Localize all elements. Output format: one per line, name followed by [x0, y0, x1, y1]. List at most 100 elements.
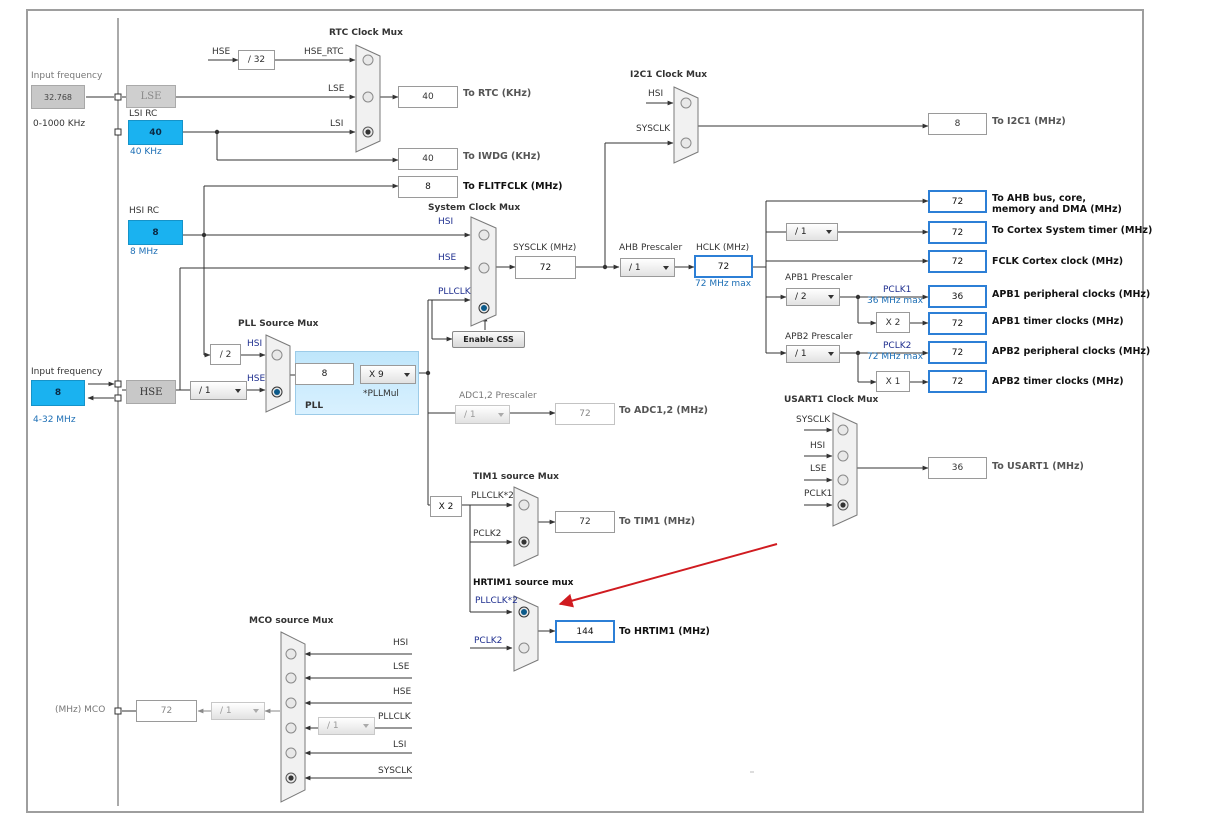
apb1-timer-multiplier: X 2	[876, 312, 910, 333]
mco-hsi-input: HSI	[393, 638, 409, 648]
cortex-timer-divider-dropdown[interactable]: / 1	[786, 223, 838, 241]
rtc-output-label: To RTC (KHz)	[463, 88, 532, 99]
adc-prescaler-dropdown[interactable]: / 1	[455, 405, 510, 424]
ahb-prescaler-label: AHB Prescaler	[619, 243, 683, 253]
hrtim1-pclk2-input: PCLK2	[474, 636, 503, 646]
tim1-x2-multiplier: X 2	[430, 496, 462, 517]
pll-hsi-divider: / 2	[210, 344, 241, 365]
iwdg-output-label: To IWDG (KHz)	[463, 151, 541, 162]
ahb-bus-value[interactable]: 72	[928, 190, 987, 213]
hsi-rc-frequency: 8 MHz	[130, 247, 158, 257]
hrtim1-mux-title: HRTIM1 source mux	[473, 578, 574, 588]
hse-prediv-dropdown[interactable]: / 1	[190, 381, 247, 400]
pll-hsi-input: HSI	[247, 339, 263, 349]
apb1-prescaler-value: / 2	[795, 292, 807, 302]
lse-input-frequency-label: Input frequency	[31, 71, 103, 81]
enable-css-button[interactable]: Enable CSS	[452, 331, 525, 348]
mco-lse-input: LSE	[393, 662, 410, 672]
lse-input-frequency-field[interactable]: 32.768	[31, 85, 85, 109]
hse-oscillator[interactable]: HSE	[126, 380, 176, 404]
chevron-down-icon	[828, 352, 834, 356]
lse-range: 0-1000 KHz	[33, 119, 86, 129]
rtc-hse-rtc-label: HSE_RTC	[304, 47, 344, 57]
pll-source-mux-title: PLL Source Mux	[238, 319, 319, 329]
mco-output-value: 72	[136, 700, 197, 722]
hrtim1-output-value[interactable]: 144	[555, 620, 615, 643]
hsi-rc-title: HSI RC	[129, 206, 160, 216]
rtc-hse-input: HSE	[212, 47, 231, 57]
i2c1-hsi-input: HSI	[648, 89, 664, 99]
pll-multiplier-dropdown[interactable]: X 9	[360, 365, 416, 384]
ahb-prescaler-dropdown[interactable]: / 1	[620, 258, 675, 277]
mco-pll-divider-dropdown[interactable]: / 1	[318, 717, 375, 735]
adc-prescaler-value: / 1	[464, 409, 476, 420]
fclk-value[interactable]: 72	[928, 250, 987, 273]
tim1-mux-title: TIM1 source Mux	[473, 472, 559, 482]
pll-label: PLL	[305, 401, 324, 411]
mco-mux-title: MCO source Mux	[249, 616, 334, 626]
hse-input-frequency-field[interactable]: 8	[31, 380, 85, 406]
apb1-peripheral-value[interactable]: 36	[928, 285, 987, 308]
annotation-arrow	[558, 543, 778, 608]
apb1-peripheral-label: APB1 peripheral clocks (MHz)	[992, 289, 1151, 300]
apb2-timer-multiplier: X 1	[876, 371, 910, 392]
hse-range: 4-32 MHz	[33, 415, 76, 425]
rtc-mux-title: RTC Clock Mux	[329, 28, 403, 38]
adc-output-value: 72	[555, 403, 615, 425]
diagram-frame	[26, 9, 1144, 813]
pclk2-label: PCLK2	[883, 341, 912, 351]
chevron-down-icon	[253, 709, 259, 713]
pll-hse-input: HSE	[247, 374, 266, 384]
i2c1-mux-shape	[673, 86, 699, 164]
usart1-output-label: To USART1 (MHz)	[992, 461, 1084, 472]
mco-divider-dropdown[interactable]: / 1	[211, 702, 265, 720]
hclk-value-field[interactable]: 72	[694, 255, 753, 278]
pclk1-label: PCLK1	[883, 285, 912, 295]
apb2-timer-label: APB2 timer clocks (MHz)	[992, 376, 1124, 387]
usart1-hsi-input: HSI	[810, 441, 826, 451]
chevron-down-icon	[828, 295, 834, 299]
iwdg-output-value: 40	[398, 148, 458, 170]
sysmux-hse-input: HSE	[438, 253, 457, 263]
apb1-prescaler-label: APB1 Prescaler	[785, 273, 853, 283]
chevron-down-icon	[235, 388, 241, 393]
apb2-prescaler-dropdown[interactable]: / 1	[786, 345, 840, 363]
usart1-output-value: 36	[928, 457, 987, 479]
hsi-rc-value[interactable]: 8	[128, 220, 183, 245]
rtc-hse-divider: / 32	[238, 50, 275, 70]
apb2-timer-value[interactable]: 72	[928, 370, 987, 393]
lsi-rc-value[interactable]: 40	[128, 120, 183, 145]
pll-mul-label: *PLLMul	[363, 389, 399, 399]
i2c1-mux-title: I2C1 Clock Mux	[630, 70, 708, 80]
lse-oscillator[interactable]: LSE	[126, 85, 176, 108]
flitf-output-value: 8	[398, 176, 458, 198]
adc-prescaler-label: ADC1,2 Prescaler	[459, 391, 537, 401]
system-clock-mux-title: System Clock Mux	[428, 203, 521, 213]
usart1-pclk1-input: PCLK1	[804, 489, 833, 499]
usart1-mux-title: USART1 Clock Mux	[784, 395, 879, 405]
pll-input-value: 8	[295, 363, 354, 385]
pll-source-mux-shape	[265, 334, 291, 413]
cortex-timer-label: To Cortex System timer (MHz)	[992, 225, 1153, 236]
cortex-timer-value[interactable]: 72	[928, 221, 987, 244]
ahb-bus-label-line2: memory and DMA (MHz)	[992, 204, 1122, 215]
apb2-peripheral-value[interactable]: 72	[928, 341, 987, 364]
apb1-prescaler-dropdown[interactable]: / 2	[786, 288, 840, 306]
usart1-mux-shape	[832, 412, 858, 527]
hclk-label: HCLK (MHz)	[696, 243, 750, 253]
mco-pllclk-input: PLLCLK	[378, 712, 411, 722]
rtc-output-value: 40	[398, 86, 458, 108]
mco-pll-divider-value: / 1	[327, 721, 339, 731]
mco-divider-value: / 1	[220, 706, 232, 716]
cortex-timer-divider-value: / 1	[795, 227, 807, 237]
ahb-prescaler-value: / 1	[629, 262, 641, 273]
pclk2-max: 72 MHz max	[867, 352, 924, 362]
mco-sysclk-input: SYSCLK	[378, 766, 413, 776]
lsi-rc-frequency: 40 KHz	[130, 147, 162, 157]
usart1-lse-input: LSE	[810, 464, 827, 474]
hrtim1-pllclk-input: PLLCLK*2	[475, 596, 518, 606]
apb1-timer-value[interactable]: 72	[928, 312, 987, 335]
flitf-output-label: To FLITFCLK (MHz)	[463, 181, 563, 192]
